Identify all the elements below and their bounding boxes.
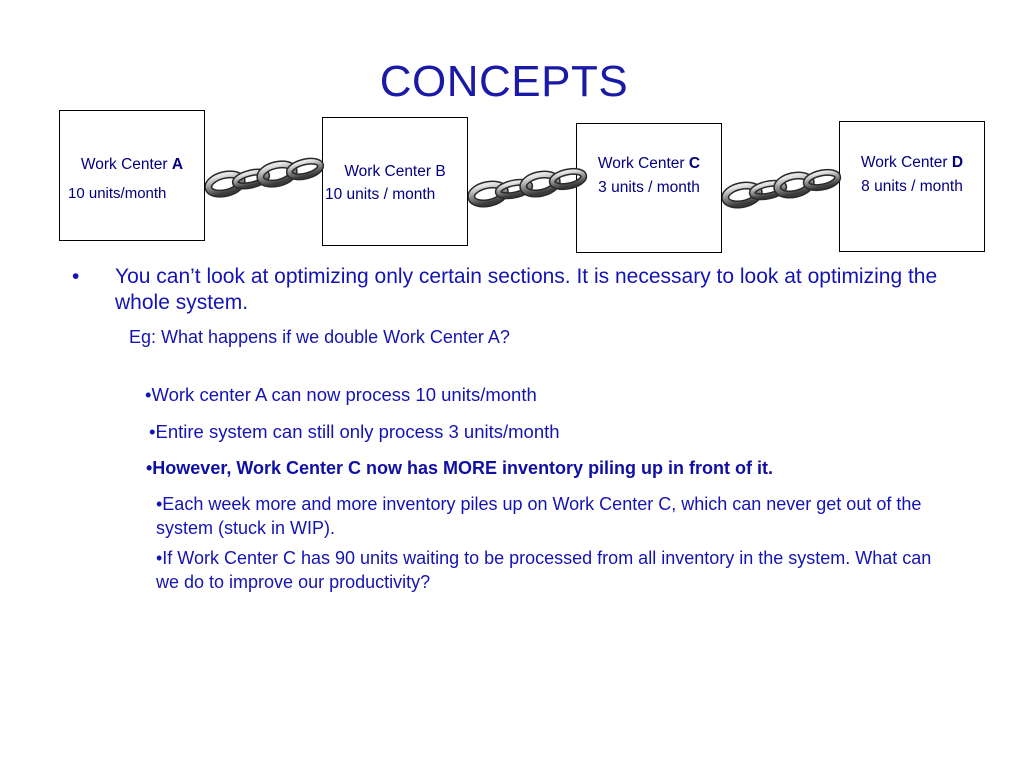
- work-center-c-letter: C: [688, 155, 701, 172]
- work-center-b-label: Work Center B: [344, 163, 446, 180]
- work-center-a-box: Work Center A 10 units/month: [59, 110, 205, 241]
- sub-point-2: •Entire system can still only process 3 …: [149, 421, 560, 442]
- work-center-a-label-text: Work Center: [80, 156, 172, 173]
- main-bullet-text: You can’t look at optimizing only certai…: [115, 265, 938, 314]
- sub-point-4: •Each week more and more inventory piles…: [156, 494, 922, 538]
- work-center-c-label-text: Work Center: [597, 155, 689, 172]
- work-center-d-label: Work Center D: [840, 152, 984, 174]
- chain-link-icon: [205, 157, 325, 198]
- chain-link-icon: [722, 168, 842, 209]
- sub-point-5: •If Work Center C has 90 units waiting t…: [156, 548, 932, 592]
- work-center-a-rate: 10 units/month: [68, 185, 167, 202]
- work-center-d-label-text: Work Center: [860, 154, 952, 171]
- work-center-c-label: Work Center C: [577, 153, 721, 175]
- work-center-a-label: Work Center A: [60, 154, 204, 176]
- example-text: Eg: What happens if we double Work Cente…: [129, 327, 510, 347]
- bullet-marker: •: [72, 265, 80, 288]
- sub-point-1: •Work center A can now process 10 units/…: [145, 384, 537, 405]
- work-center-b-rate: 10 units / month: [325, 186, 436, 203]
- slide-title: CONCEPTS: [379, 57, 629, 106]
- work-center-d-rate: 8 units / month: [861, 178, 963, 195]
- work-center-b-box: Work Center B 10 units / month: [322, 117, 468, 246]
- sub-point-3: •However, Work Center C now has MORE inv…: [146, 458, 774, 478]
- work-center-c-box: Work Center C 3 units / month: [576, 123, 722, 253]
- chain-link-icon: [468, 167, 588, 208]
- work-center-a-letter: A: [171, 156, 184, 173]
- work-center-c-rate: 3 units / month: [598, 179, 700, 196]
- work-center-d-letter: D: [951, 154, 964, 171]
- work-center-d-box: Work Center D 8 units / month: [839, 121, 985, 252]
